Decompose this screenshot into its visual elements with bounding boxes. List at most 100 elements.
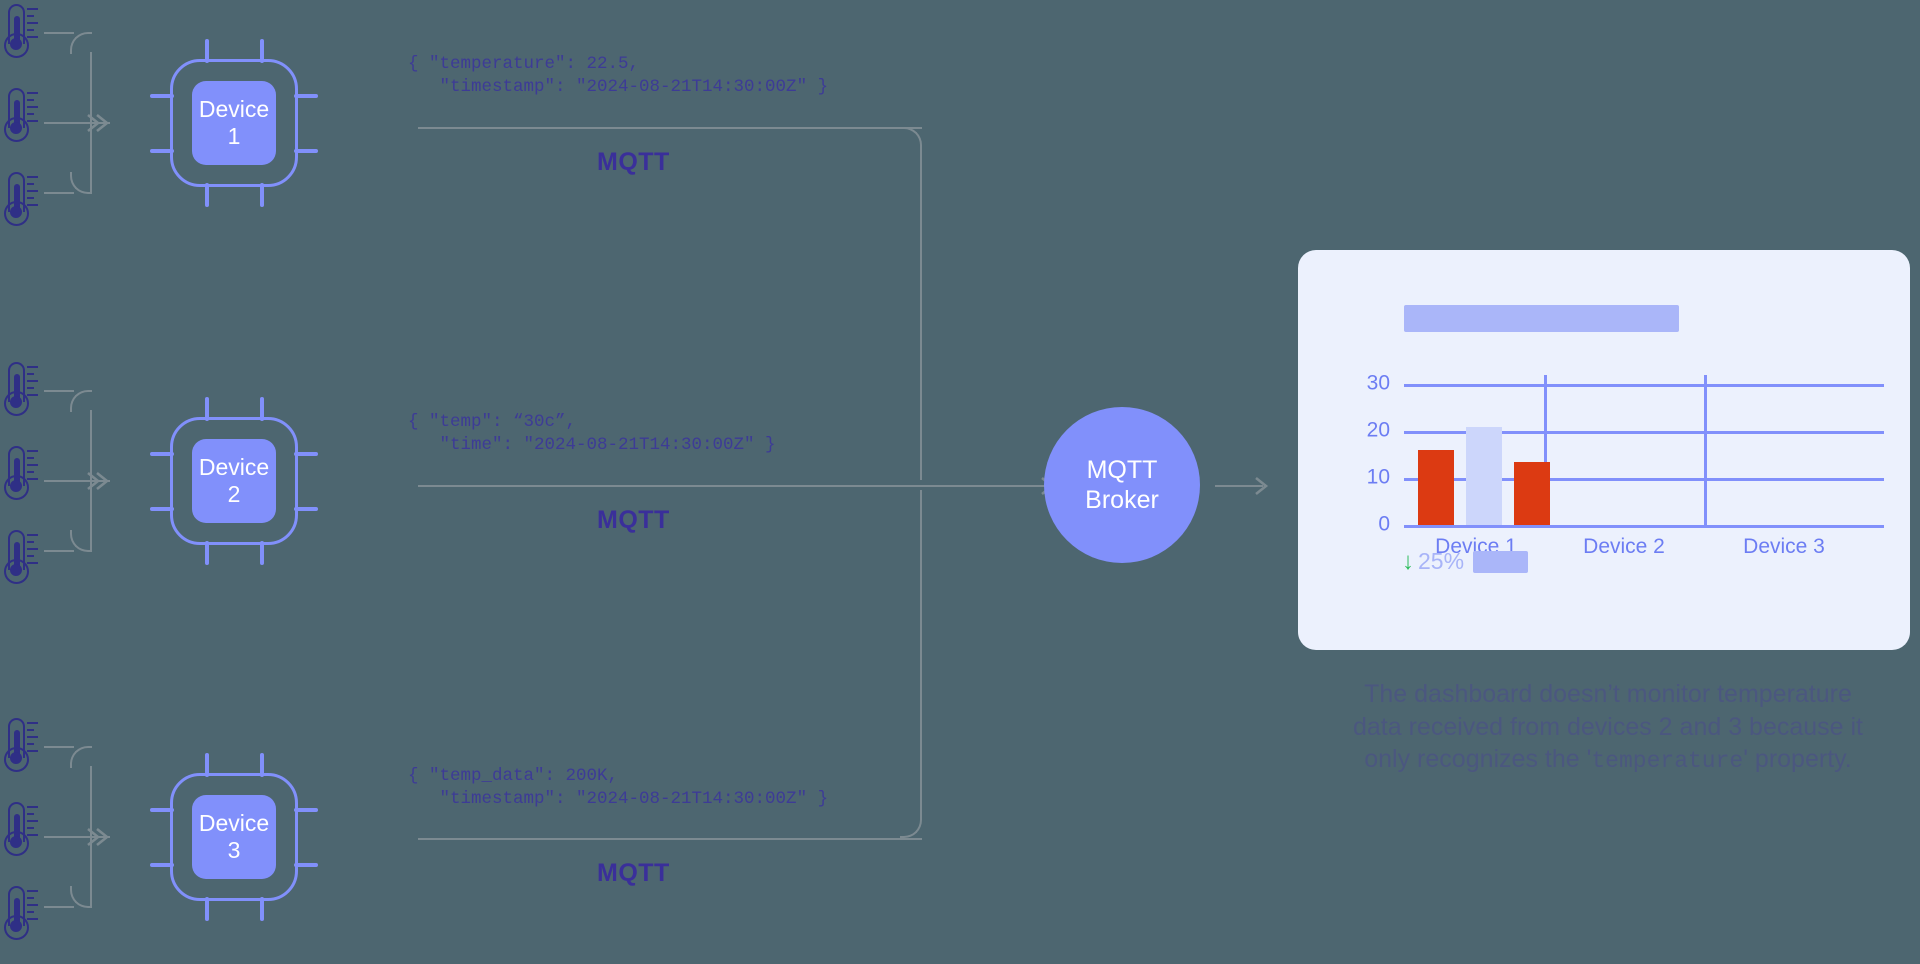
x-label-device-2: Device 2 xyxy=(1583,535,1665,558)
sensor-wire xyxy=(44,191,74,194)
thermometer-icon xyxy=(2,446,38,504)
arrow-icon xyxy=(1250,473,1276,499)
mqtt-route xyxy=(919,490,922,818)
category-separator xyxy=(1704,375,1707,528)
x-label-device-3: Device 3 xyxy=(1743,535,1825,558)
device-3-payload: { "temp_data": 200K, "timestamp": "2024-… xyxy=(408,766,829,810)
broker-label-line2: Broker xyxy=(1085,486,1159,514)
thermometer-icon xyxy=(2,172,38,230)
mqtt-label-2: MQTT xyxy=(597,506,670,534)
thermometer-icon xyxy=(2,362,38,420)
broker-output-wire xyxy=(1215,485,1263,488)
chip-pin xyxy=(294,507,318,511)
sensor-wire xyxy=(44,905,74,908)
device-chip-1[interactable]: Device 1 xyxy=(150,39,318,207)
caption-line-3: only recognizes the 'temperature' proper… xyxy=(1298,743,1918,777)
arrow-icon xyxy=(84,110,110,136)
chip-pin xyxy=(150,149,174,153)
caption-line-3-post: ' property. xyxy=(1743,745,1852,773)
device-chip-2[interactable]: Device 2 xyxy=(150,397,318,565)
mqtt-route-corner xyxy=(900,816,922,838)
chip-pin xyxy=(150,452,174,456)
chip-pin xyxy=(150,808,174,812)
sensor-wire-corner xyxy=(70,390,92,412)
thermometer-icon xyxy=(2,530,38,588)
chip-pin xyxy=(294,149,318,153)
delta-placeholder-bar xyxy=(1473,550,1529,573)
mqtt-trunk xyxy=(919,485,1049,488)
caption-line-2: data received from devices 2 and 3 becau… xyxy=(1352,712,1864,741)
chip-body xyxy=(170,773,298,901)
chip-pin xyxy=(150,863,174,867)
delta-value: 25% xyxy=(1418,548,1465,574)
chip-pin xyxy=(150,507,174,511)
thermometer-icon xyxy=(2,886,38,944)
bar-device1-c xyxy=(1514,461,1550,525)
device-chip-3[interactable]: Device 3 xyxy=(150,753,318,921)
gridline-30 xyxy=(1404,384,1884,387)
mqtt-link-line xyxy=(418,838,922,841)
chip-pin xyxy=(260,397,264,421)
chip-pin xyxy=(294,452,318,456)
chip-body xyxy=(170,417,298,545)
mqtt-route xyxy=(919,147,922,480)
mqtt-label-1: MQTT xyxy=(597,148,670,176)
thermometer-icon xyxy=(2,718,38,776)
caption-line-3-pre: only recognizes the ' xyxy=(1364,745,1592,773)
gridline-20 xyxy=(1404,431,1884,434)
device-2-payload: { "temp": “30c”, "time": "2024-08-21T14:… xyxy=(408,412,776,456)
sensor-wire-corner xyxy=(70,32,92,54)
x-axis-line xyxy=(1404,525,1884,529)
chip-pin xyxy=(260,753,264,777)
sensor-wire xyxy=(44,746,74,749)
thermometer-icon xyxy=(2,88,38,146)
caption-code-temperature: temperature xyxy=(1591,748,1744,774)
sensor-wire-corner xyxy=(70,746,92,768)
caption-line-1: The dashboard doesn’t monitor temperatur… xyxy=(1364,680,1852,708)
chip-pin xyxy=(294,94,318,98)
dashboard-panel[interactable]: 30 20 10 0 Device 1 Device 2 Device 3 ↓ … xyxy=(1298,250,1910,650)
chip-pin xyxy=(260,183,264,207)
y-tick-10: 10 xyxy=(1366,465,1390,489)
mqtt-link-line xyxy=(418,485,922,488)
chip-pin xyxy=(205,753,209,777)
sensor-wire xyxy=(44,549,74,552)
arrow-icon xyxy=(84,468,110,494)
chip-pin xyxy=(260,541,264,565)
chip-pin xyxy=(205,541,209,565)
chip-pin xyxy=(294,808,318,812)
y-tick-0: 0 xyxy=(1378,512,1390,536)
chip-label: Device 1 xyxy=(192,81,276,165)
y-tick-30: 30 xyxy=(1366,371,1390,395)
dashboard-title-placeholder xyxy=(1404,305,1679,332)
broker-label-line1: MQTT xyxy=(1086,455,1158,484)
chip-pin xyxy=(150,94,174,98)
sensor-wire xyxy=(44,836,110,839)
chip-pin xyxy=(205,183,209,207)
mqtt-label-3: MQTT xyxy=(597,859,670,887)
chip-pin xyxy=(205,397,209,421)
sensor-wire xyxy=(44,480,110,483)
chip-label: Device 3 xyxy=(192,795,276,879)
mqtt-link-line xyxy=(418,127,922,130)
bar-device1-b xyxy=(1466,426,1502,525)
mqtt-route-corner xyxy=(900,127,922,149)
chip-pin xyxy=(260,897,264,921)
chip-pin xyxy=(205,897,209,921)
arrow-icon xyxy=(84,824,110,850)
sensor-wire xyxy=(44,122,110,125)
bar-device1-a xyxy=(1418,450,1454,525)
dashboard-caption: The dashboard doesn’t monitor temperatur… xyxy=(1298,678,1918,777)
chip-label: Device 2 xyxy=(192,439,276,523)
chip-pin xyxy=(260,39,264,63)
thermometer-icon xyxy=(2,802,38,860)
gridline-10 xyxy=(1404,478,1884,481)
chip-pin xyxy=(294,863,318,867)
chip-body xyxy=(170,59,298,187)
y-tick-20: 20 xyxy=(1366,418,1390,442)
arrow-down-icon: ↓ xyxy=(1402,547,1414,575)
device-1-payload: { "temperature": 22.5, "timestamp": "202… xyxy=(408,54,829,98)
mqtt-broker-node[interactable]: MQTT Broker xyxy=(1044,407,1200,563)
bar-chart: 30 20 10 0 Device 1 Device 2 Device 3 xyxy=(1367,372,1884,558)
